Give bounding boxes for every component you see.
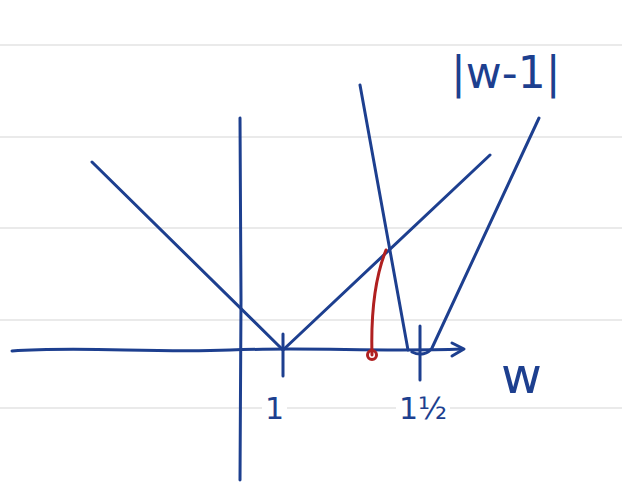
axis-label: w — [498, 348, 545, 406]
red-curve — [372, 250, 386, 355]
vertical-axis — [240, 118, 241, 480]
tick-label: 1 — [262, 392, 287, 427]
horizontal-axis — [12, 349, 462, 351]
tick-mark — [282, 334, 285, 376]
function-label: |w-1| — [448, 48, 564, 99]
v-graph — [92, 155, 490, 350]
red-dot — [368, 351, 377, 360]
tick-label: 1½ — [396, 392, 450, 427]
steep-graph-left — [360, 85, 408, 350]
axis-arrowhead — [452, 343, 464, 356]
steep-graph-right — [412, 118, 539, 354]
ruled-lines — [0, 45, 622, 408]
